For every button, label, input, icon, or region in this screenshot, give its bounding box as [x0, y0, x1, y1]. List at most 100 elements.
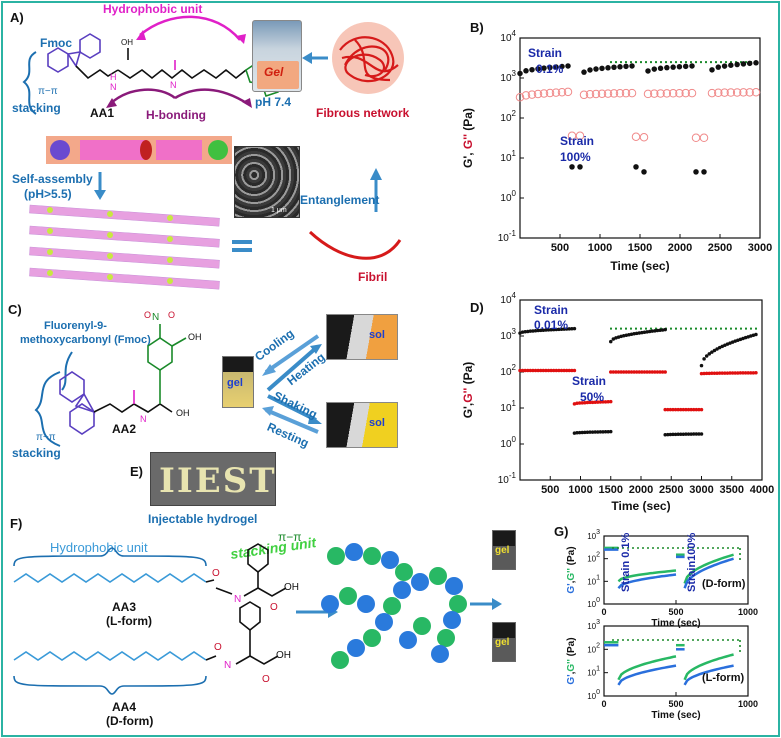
data-point	[541, 328, 546, 332]
data-point	[714, 88, 723, 98]
data-point	[621, 88, 631, 98]
data-point	[609, 339, 613, 344]
data-point	[518, 368, 522, 373]
data-point	[655, 370, 660, 374]
data-point	[656, 89, 665, 98]
data-point	[590, 400, 595, 405]
data-point	[728, 371, 732, 375]
data-point	[536, 368, 540, 373]
data-point	[596, 400, 600, 404]
data-point	[598, 400, 603, 404]
data-point	[715, 371, 719, 375]
data-point	[639, 133, 649, 142]
data-point	[663, 327, 667, 332]
data-point	[634, 331, 639, 336]
sol-label-bottom: sol	[369, 417, 385, 429]
data-point	[609, 370, 613, 374]
svg-text:N: N	[152, 312, 159, 323]
x-tick-label: 1000	[738, 607, 758, 617]
chart-b-strain-low-value: 0.1%	[536, 62, 564, 76]
data-point	[565, 63, 571, 69]
data-point	[663, 433, 667, 437]
sem-image: 1 μm	[234, 146, 300, 218]
compound-aa2: AA2	[112, 422, 137, 436]
data-point	[609, 429, 613, 434]
data-point	[717, 345, 722, 350]
data-point	[730, 371, 735, 375]
x-tick-label: 4000	[750, 484, 774, 496]
data-point	[521, 91, 531, 100]
series-line	[617, 569, 677, 583]
g-strain-high: Strain100%	[686, 532, 698, 592]
svg-text:O: O	[168, 310, 175, 320]
injectable-hydrogel-photo: IIEST	[150, 452, 276, 506]
data-point	[526, 368, 530, 373]
fmoc-name-line2: methoxycarbonyl (Fmoc)	[20, 334, 151, 346]
data-point	[739, 88, 748, 97]
data-point	[707, 352, 712, 356]
x-tick-label: 1000	[568, 484, 592, 496]
data-point	[633, 164, 639, 170]
data-point	[606, 399, 610, 404]
data-point	[627, 332, 631, 337]
y-axis-label: G', G'' (Pa)	[461, 108, 475, 168]
data-point	[572, 368, 577, 373]
self-assembly-label: Self-assembly	[12, 172, 93, 186]
data-point	[557, 368, 561, 373]
x-tick-label: 2500	[708, 242, 732, 254]
y-axis-label: G',G'' (Pa)	[566, 637, 577, 684]
data-point	[572, 431, 577, 435]
data-point	[605, 65, 611, 71]
data-point	[753, 60, 759, 66]
data-point	[549, 368, 553, 373]
data-point	[531, 329, 535, 333]
data-point	[538, 368, 543, 373]
data-point	[572, 326, 577, 331]
data-point	[564, 327, 569, 331]
data-point	[593, 430, 597, 434]
x-tick-label: 500	[551, 242, 569, 254]
svg-text:O: O	[212, 568, 220, 579]
data-point	[616, 370, 621, 374]
data-point	[577, 401, 582, 405]
compound-aa3: AA3	[112, 600, 137, 614]
data-point	[632, 332, 636, 336]
chart-b-strain-high: Strain	[560, 134, 595, 148]
data-point	[707, 88, 717, 98]
data-point	[679, 432, 683, 437]
data-point	[629, 370, 634, 374]
data-point	[637, 370, 642, 374]
g-bottom-form: (L-form)	[702, 672, 745, 684]
y-tick-label: 101	[587, 666, 600, 678]
data-point	[611, 370, 616, 374]
data-point	[650, 89, 659, 98]
data-point	[601, 430, 605, 434]
data-point	[615, 89, 625, 98]
data-point	[710, 371, 714, 376]
data-point	[623, 63, 629, 70]
x-tick-label: 2000	[668, 242, 692, 254]
data-point	[631, 132, 641, 141]
data-point	[641, 169, 647, 175]
data-point	[609, 399, 613, 404]
data-point	[670, 64, 676, 70]
data-point	[527, 90, 537, 99]
svg-text:OH: OH	[284, 582, 299, 593]
data-point	[642, 330, 647, 334]
data-point	[642, 370, 647, 374]
g-top-form: (D-form)	[702, 578, 746, 590]
data-point	[640, 370, 644, 374]
data-point	[728, 62, 734, 68]
aa3-form: (L-form)	[106, 614, 152, 628]
panel-c-label: C)	[8, 302, 22, 317]
data-point	[749, 371, 753, 375]
chart-d-strain-high-value: 50%	[580, 390, 605, 404]
y-tick-label: 100	[587, 689, 600, 701]
